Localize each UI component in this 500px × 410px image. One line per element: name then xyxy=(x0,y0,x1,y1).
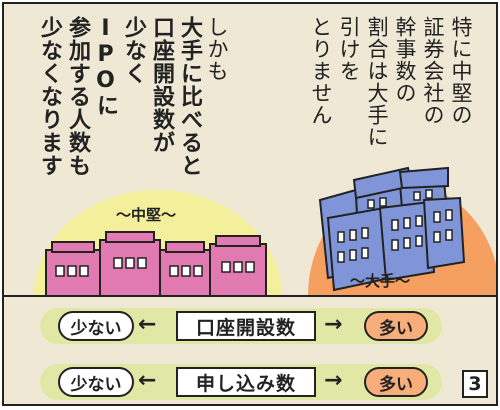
left-arrow-icon: ← xyxy=(138,312,157,337)
left-arrow-icon: ← xyxy=(138,368,157,393)
narration-left-col-2: 大手に比べると xyxy=(177,16,202,177)
less-pill: 少ない xyxy=(58,367,134,397)
narration-right-col-2: 証券会社の xyxy=(421,16,445,126)
narration-left-col-3: 口座開設数が xyxy=(149,16,174,154)
comparison-row-applications: 少ない ← 申し込み数 → 多い xyxy=(40,364,442,400)
narration-right-col-4: 割合は大手に xyxy=(365,16,389,148)
page-number: 3 xyxy=(462,370,488,398)
mid-windows xyxy=(55,257,255,277)
narration-left-col-6: 参加する人数も xyxy=(65,16,90,177)
narration-right-col-5: 引けを xyxy=(337,16,361,82)
right-arrow-icon: → xyxy=(324,368,343,393)
big-tier-label: ～大手～ xyxy=(350,272,411,290)
manga-panel: 特に中堅の 証券会社の 幹事数の 割合は大手に 引けを とりません しかも 大手… xyxy=(2,2,498,406)
metric-box: 口座開設数 xyxy=(176,311,316,341)
right-arrow-icon: → xyxy=(324,312,343,337)
narration-right-col-3: 幹事数の xyxy=(393,16,417,104)
narration-right-col-1: 特に中堅の xyxy=(449,16,473,126)
metric-box: 申し込み数 xyxy=(176,367,316,397)
less-pill: 少ない xyxy=(58,311,134,341)
narration-right-col-6: とりません xyxy=(309,16,333,126)
buildings-illustration xyxy=(4,166,496,297)
comparison-row-accounts: 少ない ← 口座開設数 → 多い xyxy=(40,308,442,344)
narration-left-col-7: 少なくなります xyxy=(37,16,62,177)
narration-left-col-5: IPOに xyxy=(93,16,118,117)
more-pill: 多い xyxy=(364,311,428,341)
big-windows xyxy=(337,189,453,263)
narration-left-col-4: 少なく xyxy=(121,16,146,85)
more-pill: 多い xyxy=(364,367,428,397)
mid-buildings xyxy=(45,231,267,297)
mid-tier-label: ～中堅～ xyxy=(116,206,177,224)
narration-left-col-1: しかも xyxy=(205,16,229,82)
